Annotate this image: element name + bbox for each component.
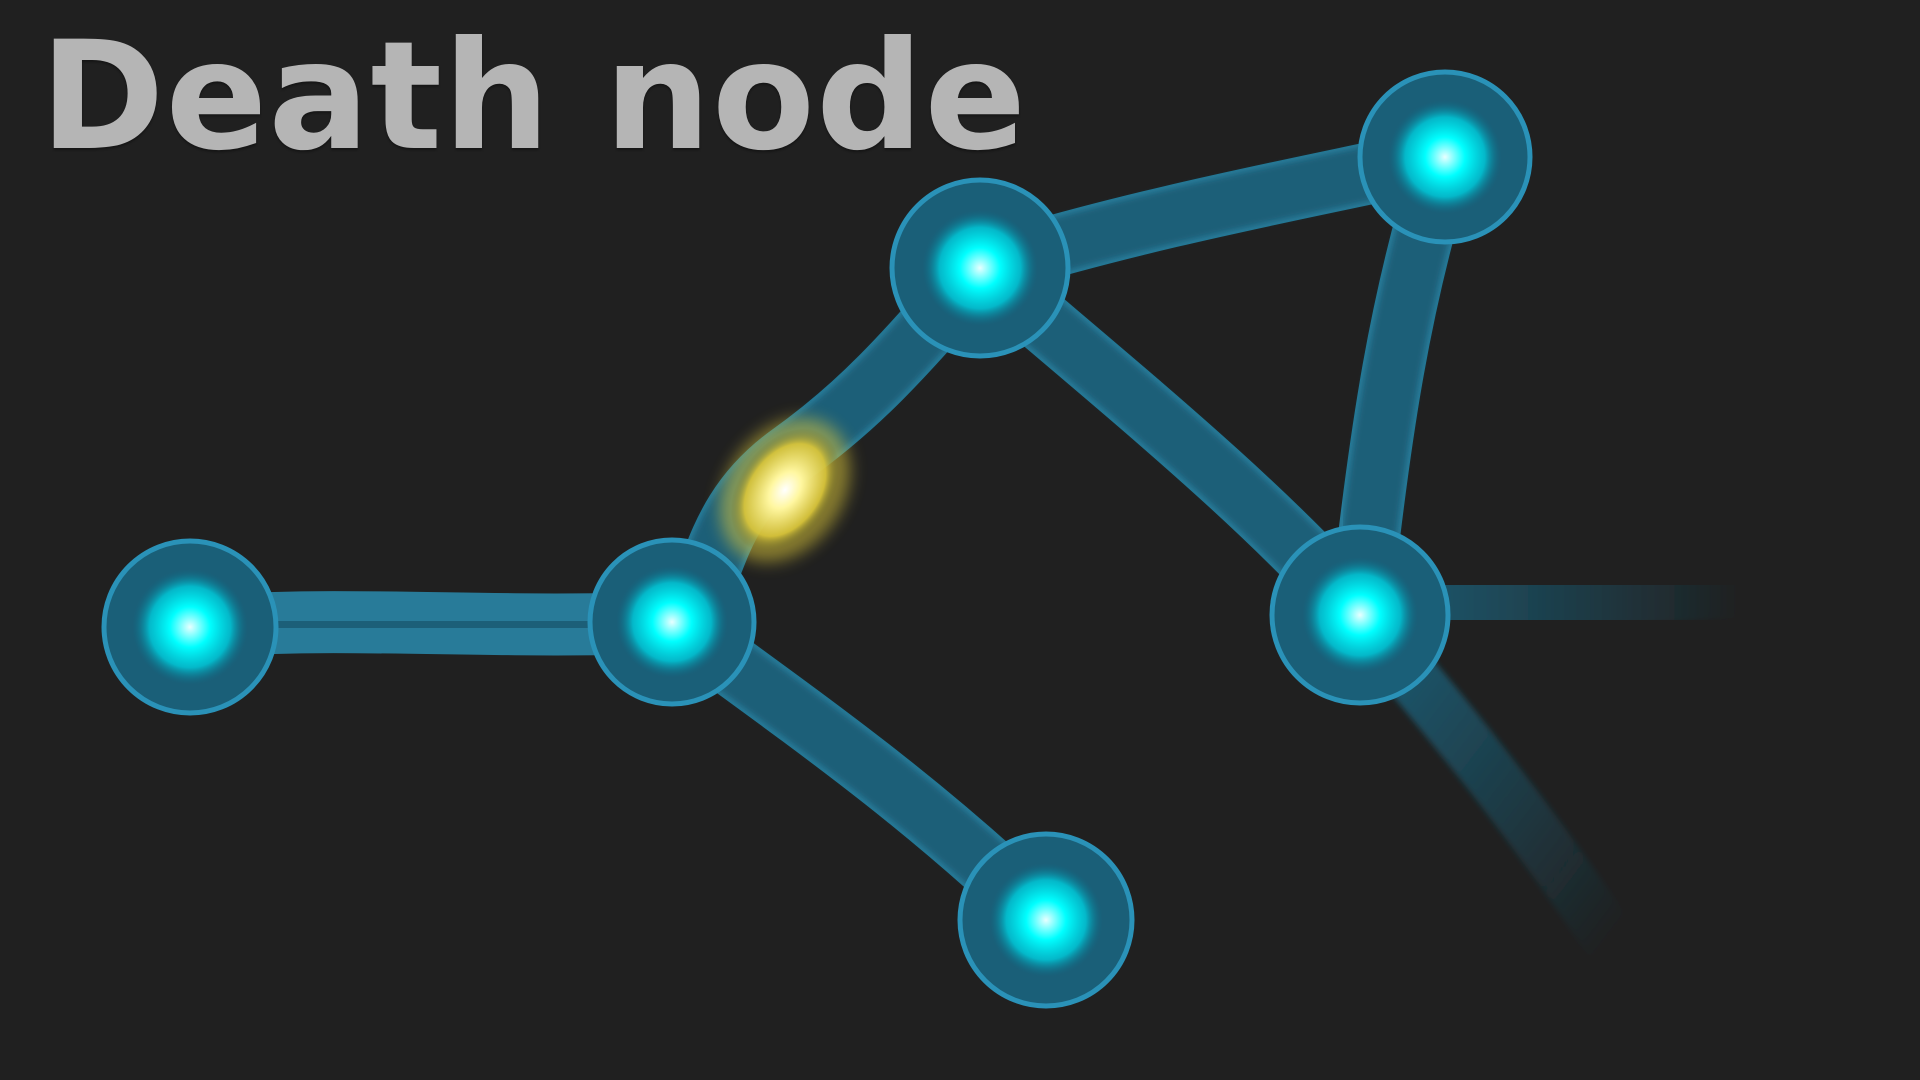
node-core (989, 863, 1103, 977)
death-node[interactable] (693, 393, 877, 587)
death-node-core (730, 428, 840, 552)
nodes[interactable] (132, 100, 1502, 977)
node-core (1388, 100, 1502, 214)
node-core (922, 210, 1038, 326)
level-title: Death node (40, 10, 1028, 184)
node-core (616, 566, 728, 678)
node-core (1302, 557, 1418, 673)
node-core (132, 569, 248, 685)
